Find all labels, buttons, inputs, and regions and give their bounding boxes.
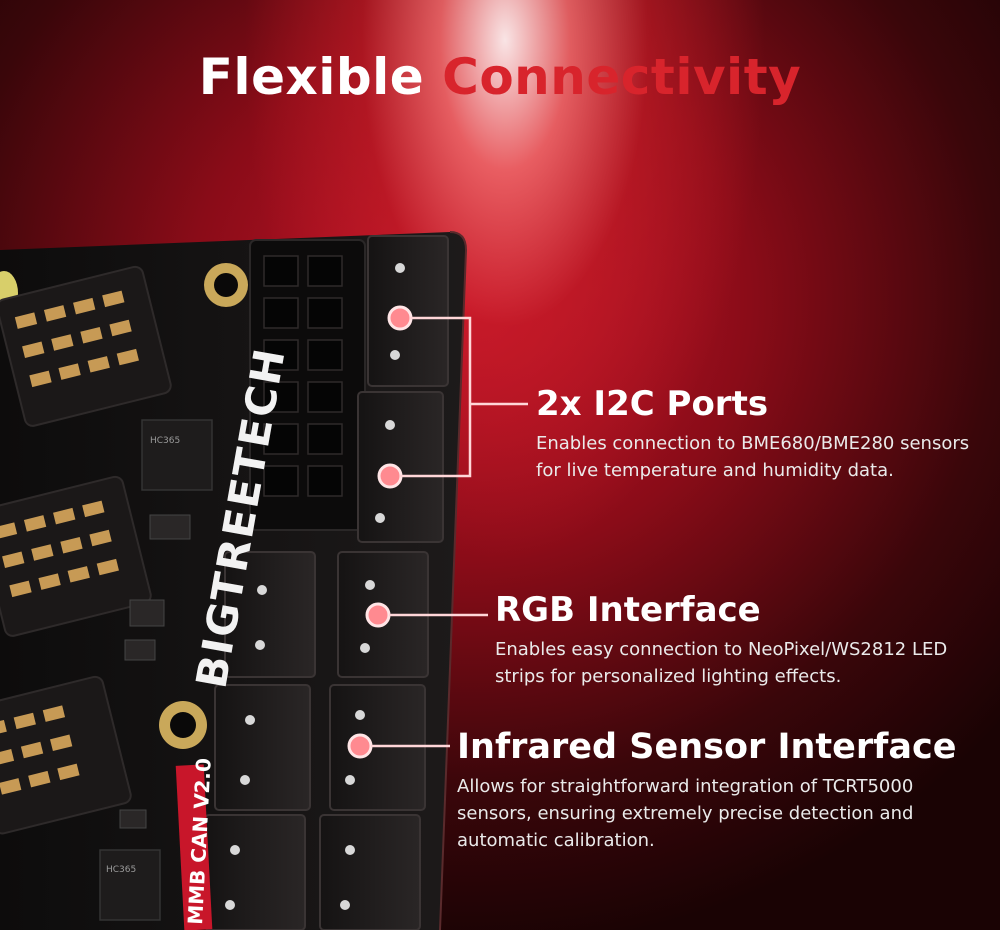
feature-description: Enables connection to BME680/BME280 sens… bbox=[536, 433, 970, 481]
feature-title: Infrared Sensor Interface bbox=[457, 727, 957, 767]
ic-chip-bottom: HC365 bbox=[99, 849, 161, 921]
infrared-interface-marker bbox=[347, 733, 373, 759]
svg-text:HC365: HC365 bbox=[106, 865, 136, 875]
feature-description: Enables easy connection to NeoPixel/WS28… bbox=[495, 639, 948, 687]
i2c-port-marker-2 bbox=[377, 463, 403, 489]
title-part-2: Connectivity bbox=[442, 48, 802, 106]
i2c-leader-line bbox=[400, 316, 472, 478]
i2c-port-marker-1 bbox=[387, 305, 413, 331]
page-title: Flexible Connectivity bbox=[0, 48, 1000, 106]
feature-title: RGB Interface bbox=[495, 590, 761, 630]
ic-chip-top: HC365 bbox=[141, 419, 213, 491]
feature-rgb-interface: RGB Interface Enables easy connection to… bbox=[495, 590, 975, 690]
feature-infrared-sensor-interface: Infrared Sensor Interface Allows for str… bbox=[457, 727, 987, 854]
rgb-interface-marker bbox=[365, 602, 391, 628]
stepper-connector-top bbox=[0, 265, 172, 427]
feature-title: 2x I2C Ports bbox=[536, 384, 769, 424]
stepper-connector-bottom bbox=[0, 675, 132, 835]
power-connector bbox=[249, 239, 366, 531]
title-part-1: Flexible bbox=[198, 48, 425, 106]
feature-description: Allows for straightforward integration o… bbox=[457, 776, 914, 851]
feature-i2c-ports: 2x I2C Ports Enables connection to BME68… bbox=[536, 384, 976, 484]
svg-text:HC365: HC365 bbox=[150, 436, 180, 446]
stepper-connector-mid bbox=[0, 475, 152, 637]
